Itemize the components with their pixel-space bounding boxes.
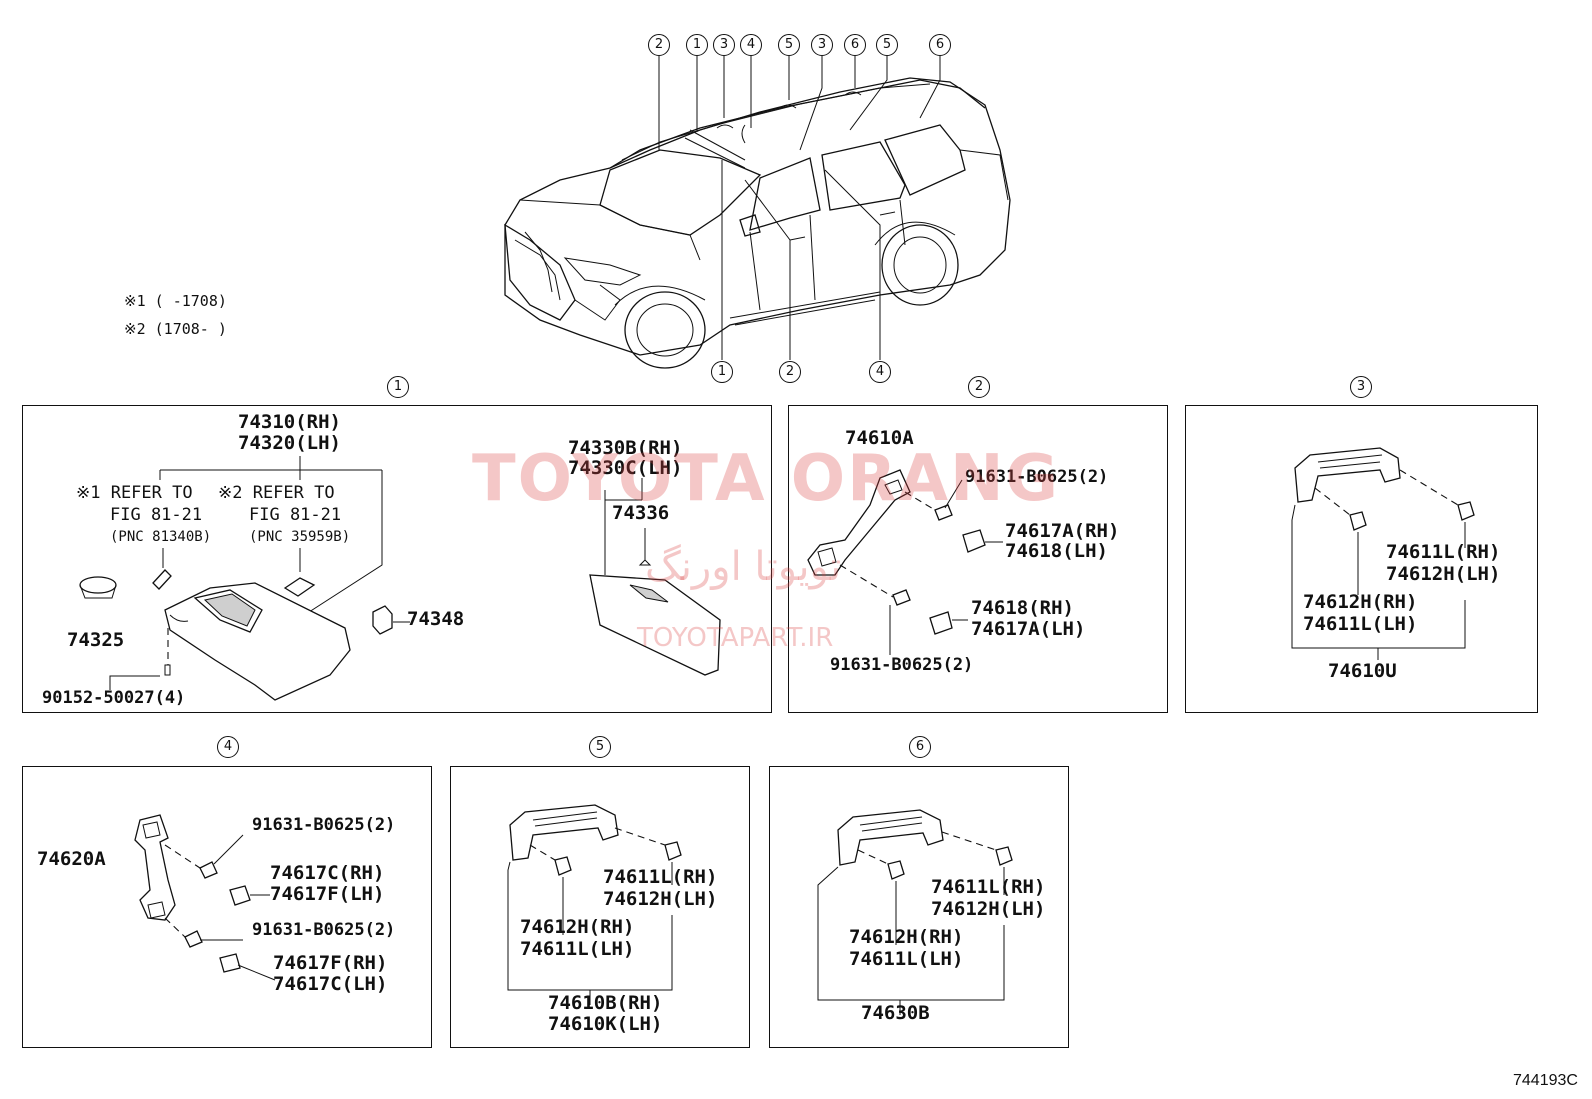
- sub-visor-rh-part: 74330B(RH): [568, 437, 683, 459]
- cap-l2-part: 74611L(LH): [849, 948, 964, 970]
- assist-grip-assy-part: 74630B: [861, 1002, 930, 1024]
- cover-a-rh-part: 74617C(RH): [270, 862, 385, 884]
- cover-b-lh-part: 74617C(LH): [273, 973, 388, 995]
- callout-circle: 6: [929, 34, 951, 56]
- figure-id: 744193C: [1513, 1072, 1578, 1089]
- cap-l2-part: 74611L(LH): [1303, 613, 1418, 635]
- screw-bottom-part: 91631-B0625(2): [252, 920, 396, 940]
- watermark-persian: تویوتا اورنگ: [645, 544, 842, 590]
- panel-6: [769, 766, 1069, 1048]
- cap-l2-part: 74611L(LH): [520, 938, 635, 960]
- holder-part: 74325: [67, 629, 125, 651]
- cap-l1-part: 74612H(RH): [1303, 591, 1418, 613]
- screw-bottom-part: 91631-B0625(2): [830, 655, 974, 675]
- cover-a-lh-part: 74617F(LH): [270, 883, 385, 905]
- panel6-number: 6: [909, 736, 931, 758]
- screw-top-part: 91631-B0625(2): [965, 467, 1109, 487]
- assist-grip-assy-rh-part: 74610B(RH): [548, 992, 663, 1014]
- clip-part: 74348: [407, 608, 465, 630]
- cap-l1-part: 74612H(RH): [849, 926, 964, 948]
- panel-2: [788, 405, 1168, 713]
- assist-grip-part: 74620A: [37, 848, 106, 870]
- cap-r2-part: 74612H(LH): [931, 898, 1046, 920]
- callout-leaders-bottom: [721, 160, 881, 360]
- callout-circle: 5: [876, 34, 898, 56]
- callout-circle: 6: [844, 34, 866, 56]
- callout-circle: 2: [648, 34, 670, 56]
- callout-circle: 5: [778, 34, 800, 56]
- cap-r1-part: 74611L(RH): [931, 876, 1046, 898]
- cap-r1-part: 74611L(RH): [603, 866, 718, 888]
- ref1-line3: (PNC 81340B): [110, 529, 212, 545]
- ref2-line1: ※2 REFER TO: [218, 483, 335, 503]
- callout-leaders-top: [658, 56, 941, 151]
- ref2-line2: FIG 81-21: [249, 505, 342, 525]
- cap-r2-part: 74612H(LH): [603, 888, 718, 910]
- panel2-art: [807, 469, 1003, 655]
- callout-circle: 3: [713, 34, 735, 56]
- cover-b-rh-part: 74617F(RH): [273, 952, 388, 974]
- cap-l1-part: 74612H(RH): [520, 916, 635, 938]
- callout-circle: 1: [686, 34, 708, 56]
- panel-5: [450, 766, 750, 1048]
- cover-a-rh-part: 74617A(RH): [1005, 520, 1120, 542]
- panel4-art: [134, 814, 276, 981]
- panel5-number: 5: [589, 736, 611, 758]
- panel3-number: 3: [1350, 376, 1372, 398]
- watermark-latin: TOYOTA ORANG: [472, 442, 1061, 516]
- sub-visor-lh-part: 74330C(LH): [568, 457, 683, 479]
- watermark-url: TOYOTAPART.IR: [637, 623, 834, 653]
- note-1: ※1 ( -1708): [124, 292, 227, 310]
- ref1-line2: FIG 81-21: [110, 505, 203, 525]
- vehicle-illustration: [504, 77, 1011, 369]
- panel6-art: [817, 809, 1013, 1015]
- callout-circle: 4: [869, 361, 891, 383]
- cover-b-lh-part: 74617A(LH): [971, 618, 1086, 640]
- cover-a-lh-part: 74618(LH): [1005, 540, 1108, 562]
- sub-visor-holder-part: 74336: [612, 502, 670, 524]
- cap-r1-part: 74611L(RH): [1386, 541, 1501, 563]
- ref1-line1: ※1 REFER TO: [76, 483, 193, 503]
- screw-part: 90152-50027(4): [42, 688, 186, 708]
- callout-circle: 2: [779, 361, 801, 383]
- cover-b-rh-part: 74618(RH): [971, 597, 1074, 619]
- panel-4: [22, 766, 432, 1048]
- visor-lh-part: 74320(LH): [238, 432, 341, 454]
- screw-top-part: 91631-B0625(2): [252, 815, 396, 835]
- cap-r2-part: 74612H(LH): [1386, 563, 1501, 585]
- visor-rh-part: 74310(RH): [238, 411, 341, 433]
- panel-1: [22, 405, 772, 713]
- assist-grip-assy-part: 74610U: [1328, 660, 1397, 682]
- panel2-number: 2: [968, 376, 990, 398]
- callout-circle: 4: [740, 34, 762, 56]
- assist-grip-assy-lh-part: 74610K(LH): [548, 1013, 663, 1035]
- callout-circle: 1: [711, 361, 733, 383]
- callout-circle: 3: [811, 34, 833, 56]
- panel3-art: [1291, 447, 1475, 660]
- panel1-art: [79, 456, 721, 701]
- note-2: ※2 (1708- ): [124, 320, 227, 338]
- panel-3: [1185, 405, 1538, 713]
- assist-grip-part: 74610A: [845, 427, 914, 449]
- panel5-art: [507, 804, 682, 1005]
- ref2-line3: (PNC 35959B): [249, 529, 351, 545]
- panel1-number: 1: [387, 376, 409, 398]
- panel4-number: 4: [217, 736, 239, 758]
